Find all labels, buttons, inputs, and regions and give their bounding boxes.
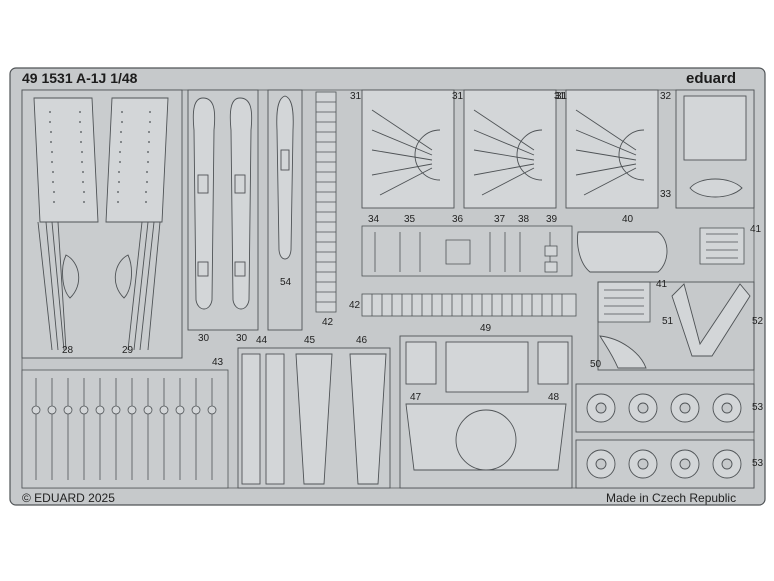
part-label-34: 34 xyxy=(368,214,380,225)
part-34-39-strip xyxy=(361,225,573,277)
part-43-buckles xyxy=(21,369,229,489)
part-42-horizontal xyxy=(361,293,577,317)
part-54-strut xyxy=(267,89,303,331)
part-label-32: 32 xyxy=(660,91,672,102)
part-41-grids xyxy=(597,227,745,323)
part-label-38: 38 xyxy=(518,214,530,225)
part-label-42b: 42 xyxy=(349,300,361,311)
part-label-40: 40 xyxy=(622,214,634,225)
part-44-46-strips xyxy=(237,347,391,489)
part-label-41a: 41 xyxy=(750,224,762,235)
part-label-49: 49 xyxy=(480,323,492,334)
flap-rivet-rows xyxy=(49,111,151,203)
part-label-36: 36 xyxy=(452,214,464,225)
part-label-31d: 31 xyxy=(556,91,568,102)
part-label-30b: 30 xyxy=(236,333,248,344)
part-47-49-panel xyxy=(399,335,573,489)
part-label-50: 50 xyxy=(590,359,602,370)
part-label-43: 43 xyxy=(212,357,224,368)
origin: Made in Czech Republic xyxy=(606,491,737,505)
part-label-47: 47 xyxy=(410,392,422,403)
part-label-31c: 31 xyxy=(554,91,566,102)
part-32-33-panels xyxy=(675,89,755,209)
sheet-title: 49 1531 A-1J 1/48 xyxy=(22,70,138,86)
part-28-29-flaps xyxy=(21,89,183,359)
part-label-37: 37 xyxy=(494,214,506,225)
part-label-46: 46 xyxy=(356,335,368,346)
part-label-31b: 31 xyxy=(452,91,464,102)
part-label-30a: 30 xyxy=(198,333,210,344)
part-label-33: 33 xyxy=(660,189,672,200)
part-label-48: 48 xyxy=(548,392,560,403)
part-label-54: 54 xyxy=(280,277,292,288)
part-40-bracket xyxy=(577,231,668,273)
part-30-struts xyxy=(187,89,259,331)
part-label-35: 35 xyxy=(404,214,416,225)
part-label-51: 51 xyxy=(662,316,674,327)
brand-logo: eduard xyxy=(686,70,737,87)
part-label-42a: 42 xyxy=(322,317,334,328)
part-label-29: 29 xyxy=(122,345,134,356)
part-label-28: 28 xyxy=(62,345,74,356)
part-label-41b: 41 xyxy=(656,279,668,290)
part-label-44: 44 xyxy=(256,335,268,346)
part-label-53b: 53 xyxy=(752,458,764,469)
part-label-39: 39 xyxy=(546,214,558,225)
part-42-chain xyxy=(315,91,337,313)
part-label-31a: 31 xyxy=(350,91,362,102)
part-label-52: 52 xyxy=(752,316,764,327)
part-label-45: 45 xyxy=(304,335,316,346)
part-label-53a: 53 xyxy=(752,402,764,413)
copyright: © EDUARD 2025 xyxy=(22,491,115,505)
part-50-52-brackets xyxy=(597,281,755,371)
part-53-rows xyxy=(575,383,755,489)
part-31-panels xyxy=(361,89,659,209)
